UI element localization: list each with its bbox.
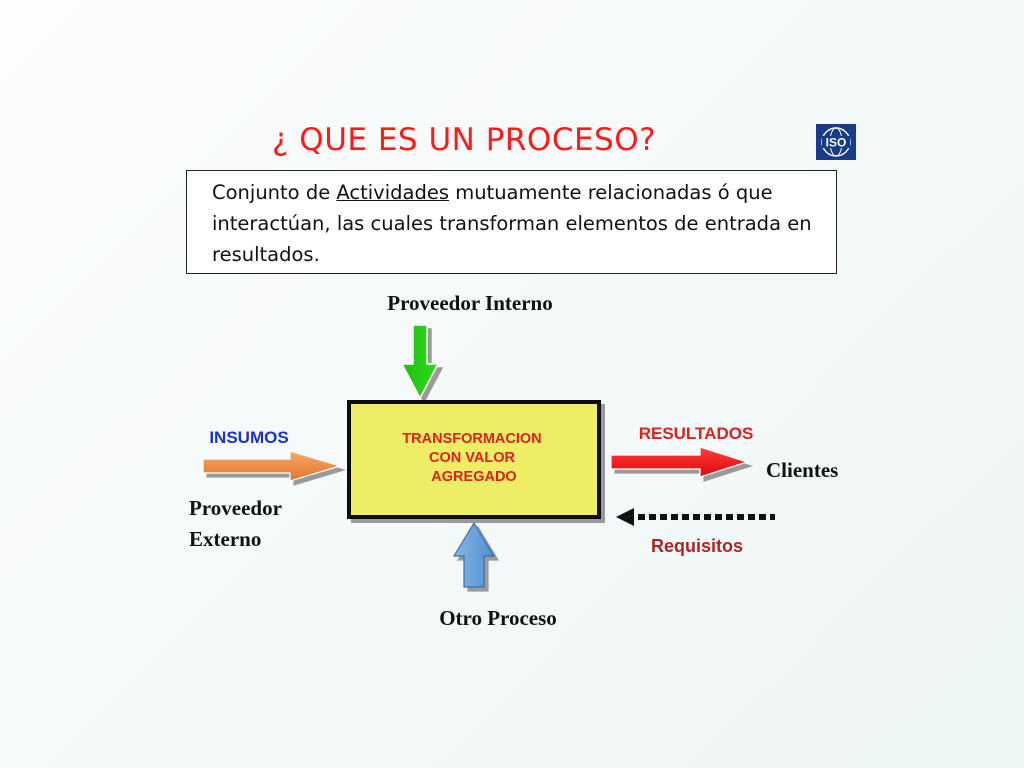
process-box-line-1: TRANSFORMACION xyxy=(402,431,541,447)
definition-text-start: Conjunto de xyxy=(212,181,337,204)
arrow-top-green xyxy=(400,324,440,400)
arrow-left-orange xyxy=(202,450,343,482)
iso-logo-text: ISO xyxy=(826,136,847,150)
arrow-right-red xyxy=(610,446,749,478)
process-box-text: TRANSFORMACION CON VALOR AGREGADO xyxy=(402,431,545,485)
process-box xyxy=(347,400,601,519)
definition-box: Conjunto de Actividades mutuamente relac… xyxy=(186,170,837,274)
label-proveedor-externo: Proveedor Externo xyxy=(189,496,287,551)
label-proveedor-externo-line-1: Proveedor xyxy=(189,496,282,520)
iso-logo: ISO xyxy=(816,124,856,160)
label-insumos: INSUMOS xyxy=(209,428,288,447)
arrow-feedback-dotted xyxy=(616,508,775,526)
label-clientes: Clientes xyxy=(766,458,838,482)
process-box-line-2: CON VALOR xyxy=(429,450,515,466)
definition-text-end: mutuamente relacionadas ó que interactúa… xyxy=(212,181,812,266)
definition-text: Conjunto de Actividades mutuamente relac… xyxy=(212,177,832,270)
slide-title: ¿ QUE ES UN PROCESO? xyxy=(272,122,657,158)
label-proveedor-interno: Proveedor Interno xyxy=(387,291,552,315)
label-otro-proceso: Otro Proceso xyxy=(439,606,557,630)
process-box-line-3: AGREGADO xyxy=(431,469,516,485)
label-proveedor-externo-line-2: Externo xyxy=(189,527,261,551)
definition-emphasis: Actividades xyxy=(336,181,449,204)
arrow-bottom-blue xyxy=(452,521,496,588)
label-requisitos: Requisitos xyxy=(651,536,743,556)
label-resultados: RESULTADOS xyxy=(639,424,754,443)
